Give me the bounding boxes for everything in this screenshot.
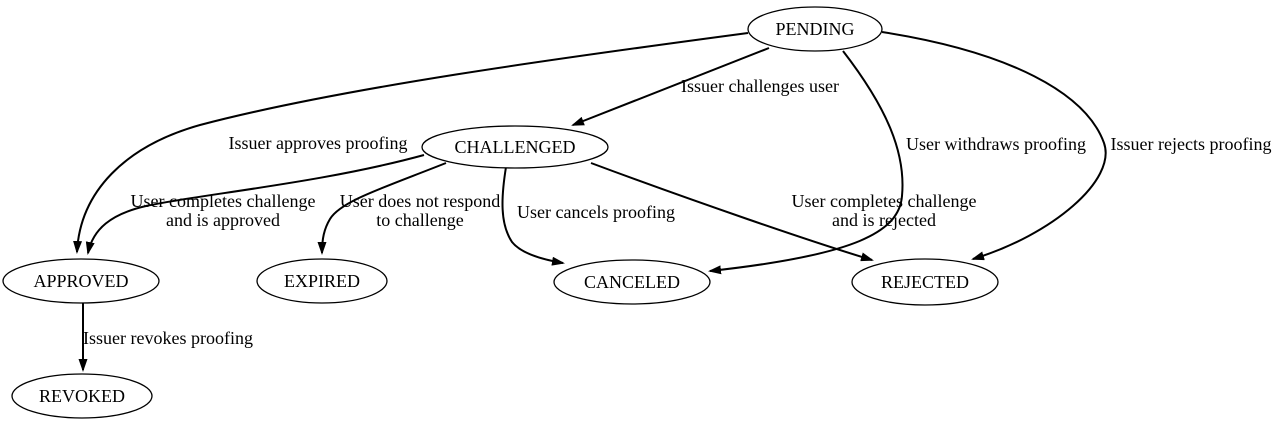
state-node-approved: APPROVED: [2, 258, 160, 304]
state-ellipse-canceled: [553, 259, 711, 305]
edge-pending-rejected: [881, 31, 1107, 261]
edge-pending-canceled: [708, 50, 904, 275]
state-node-pending: PENDING: [747, 6, 883, 52]
state-ellipse-revoked: [11, 373, 153, 419]
edge-label-completes-rejected-line2: and is rejected: [832, 210, 936, 230]
edge-label-issuer-approves-proofing: Issuer approves proofing: [229, 133, 408, 153]
edge-pending-challenged: [571, 47, 770, 126]
edge-challenged-expired: [317, 162, 447, 255]
state-ellipse-pending: [747, 6, 883, 52]
edge-label-user-cancels-proofing: User cancels proofing: [517, 202, 675, 222]
edge-pending-approved: [73, 32, 749, 254]
state-node-challenged: CHALLENGED: [421, 125, 609, 169]
edge-challenged-approved: [85, 154, 425, 255]
edge-label-issuer-rejects-proofing: Issuer rejects proofing: [1111, 134, 1272, 154]
state-ellipse-approved: [2, 258, 160, 304]
edge-challenged-canceled: [501, 166, 565, 266]
state-label-rejected: REJECTED: [881, 272, 969, 292]
state-ellipse-challenged: [421, 125, 609, 169]
state-node-expired: EXPIRED: [256, 258, 388, 304]
state-label-approved: APPROVED: [33, 271, 128, 291]
state-label-expired: EXPIRED: [284, 271, 360, 291]
edge-label-issuer-revokes-proofing: Issuer revokes proofing: [83, 328, 253, 348]
edge-label-layer: Issuer challenges user Issuer approves p…: [83, 76, 1271, 348]
state-node-revoked: REVOKED: [11, 373, 153, 419]
edge-label-completes-rejected-line1: User completes challenge: [792, 191, 977, 211]
edge-label-no-respond-line2: to challenge: [376, 210, 463, 230]
state-ellipse-expired: [256, 258, 388, 304]
edge-label-issuer-challenges-user: Issuer challenges user: [681, 76, 839, 96]
state-label-challenged: CHALLENGED: [455, 137, 576, 157]
edge-label-user-withdraws-proofing: User withdraws proofing: [906, 134, 1086, 154]
node-layer: PENDING CHALLENGED APPROVED EXPIRED CANC…: [2, 6, 999, 419]
edge-challenged-rejected: [590, 162, 874, 262]
edge-label-completes-approved-line1: User completes challenge: [131, 191, 316, 211]
edge-layer: [73, 31, 1107, 372]
state-node-rejected: REJECTED: [851, 258, 999, 306]
edge-label-completes-approved-line2: and is approved: [166, 210, 280, 230]
state-node-canceled: CANCELED: [553, 259, 711, 305]
state-ellipse-rejected: [851, 258, 999, 306]
state-label-canceled: CANCELED: [584, 272, 680, 292]
state-label-pending: PENDING: [776, 19, 855, 39]
edge-label-no-respond-line1: User does not respond: [340, 191, 500, 211]
state-label-revoked: REVOKED: [39, 386, 125, 406]
